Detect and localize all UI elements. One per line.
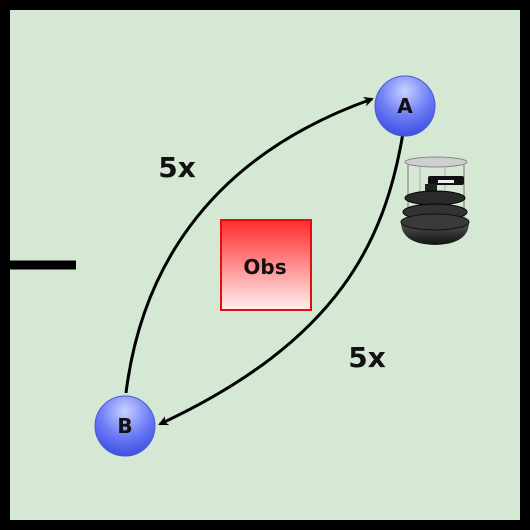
turtlebot-robot-icon bbox=[400, 156, 470, 245]
path-b-to-a-label: 5x bbox=[158, 151, 196, 184]
path-a-to-b-label: 5x bbox=[348, 341, 386, 374]
node-b bbox=[94, 395, 156, 457]
node-a-label: A bbox=[397, 94, 413, 118]
path-b-to-a bbox=[124, 96, 374, 394]
obstacle-label: Obs bbox=[243, 255, 286, 279]
obstacle-box bbox=[220, 219, 312, 311]
node-a bbox=[374, 75, 436, 137]
path-a-to-b bbox=[158, 132, 405, 426]
node-b-label: B bbox=[117, 414, 132, 438]
